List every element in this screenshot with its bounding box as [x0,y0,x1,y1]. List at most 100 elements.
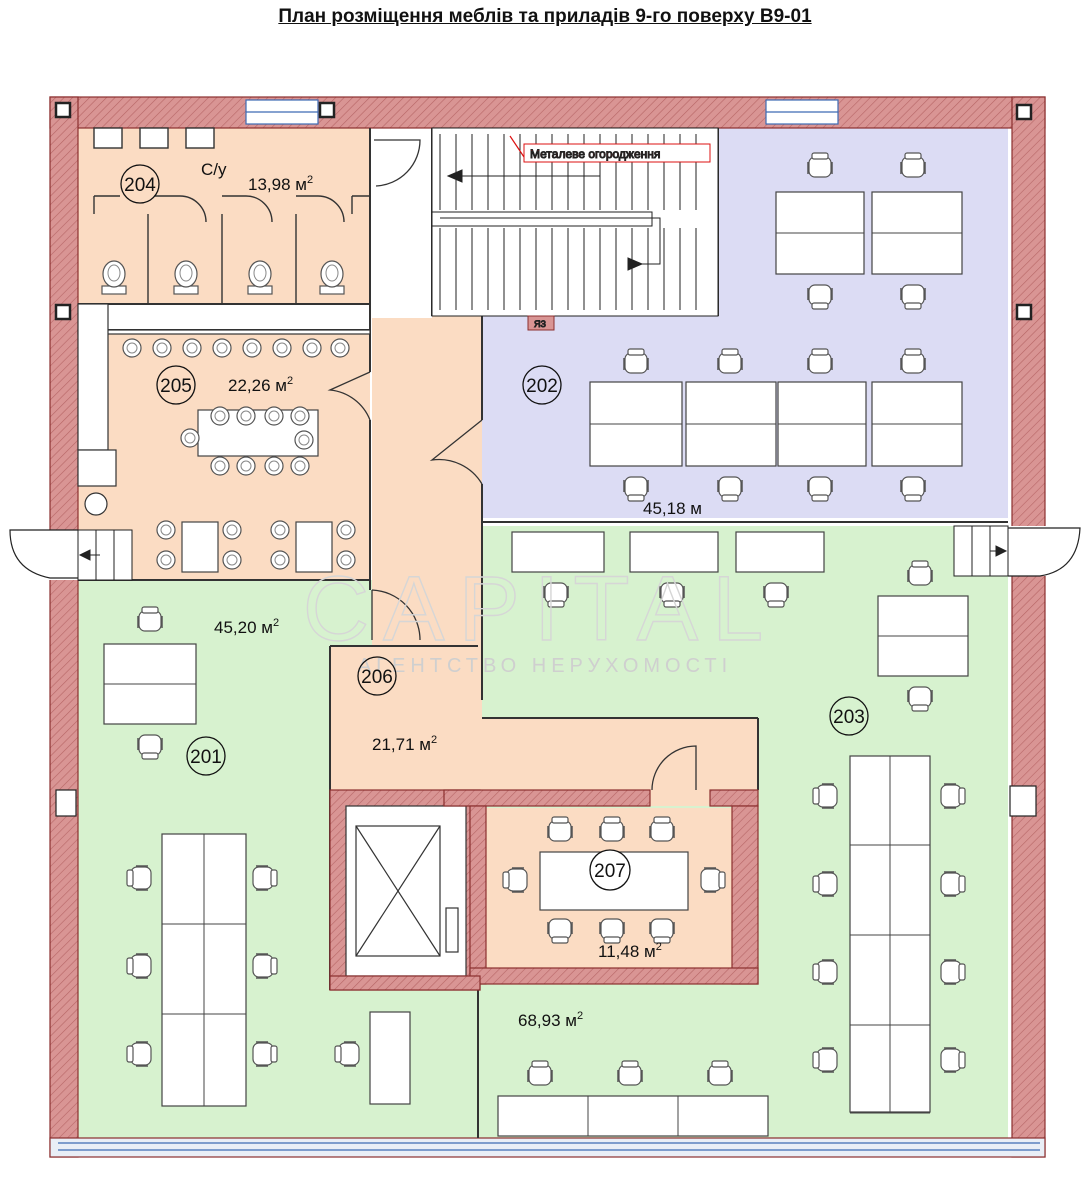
office-chair [807,152,833,178]
office-chair [707,1060,733,1086]
desk [629,531,719,573]
chair [210,406,230,426]
core-walls [329,789,759,991]
office-chair [126,865,152,891]
entrance-steps [77,525,1009,581]
room-201-area: 45,20 м2 [214,617,279,637]
plan-title: План розміщення меблів та приладів 9-го … [278,6,812,27]
room-204-tag: 204 [120,164,160,204]
office-chair [137,734,163,760]
room-202-number: 202 [526,376,558,397]
corridor-floor [372,128,432,318]
office-chair [126,953,152,979]
office-chair [812,1047,838,1073]
chair [210,456,230,476]
chair [222,550,242,570]
office-chair [252,953,278,979]
chair [212,338,232,358]
room-202-area: 45,18 м [643,499,702,518]
room-203-number: 203 [833,707,865,728]
svg-text:ЯЗ: ЯЗ [534,319,546,329]
office-chair [807,284,833,310]
chair [236,406,256,426]
office-chair [599,816,625,842]
office-chair [900,284,926,310]
office-chair [812,959,838,985]
desk [181,521,219,573]
room-207-tag: 207 [589,849,631,891]
office-chair [649,816,675,842]
desk [369,1011,411,1105]
outer-walls [9,96,1081,1158]
room-labels: 201 202 203 204 205 206 207 С/у 45,20 м2… [120,160,869,1030]
office-chair [547,918,573,944]
room-206-floor [330,316,758,990]
office-chair [649,918,675,944]
office-chair [617,1060,643,1086]
chair [156,550,176,570]
room-202-tag: 202 [522,365,562,405]
chair [290,456,310,476]
metal-fence-label: Металеве огородження [530,147,660,161]
chair [336,520,356,540]
office-chair [700,867,726,893]
chair [302,338,322,358]
office-chair [900,476,926,502]
room-203-area: 68,93 м2 [518,1010,583,1030]
office-chair [599,918,625,944]
room-206-tag: 206 [357,656,397,696]
office-chair [940,1047,966,1073]
desk [497,1095,769,1137]
room-201-number: 201 [190,747,222,768]
watermark: CAPITAL АГЕНТСТВО НЕРУХОМОСТІ [302,557,778,677]
chair [270,520,290,540]
chair [272,338,292,358]
chair [222,520,242,540]
chair [180,428,200,448]
chair [182,338,202,358]
chair [290,406,310,426]
office-chair [940,871,966,897]
room-204-area: 13,98 м2 [248,174,313,194]
furniture [103,152,969,1137]
office-chair [252,1041,278,1067]
office-chair [717,476,743,502]
office-chair [137,606,163,632]
office-chair [900,152,926,178]
office-chair [907,560,933,586]
chair [330,338,350,358]
chair [152,338,172,358]
chair [270,550,290,570]
room-201-tag: 201 [186,736,226,776]
room-206-area: 21,71 м2 [372,734,437,754]
room-204-type: С/у [201,160,227,179]
office-chair [907,686,933,712]
office-chair [807,476,833,502]
watermark-brand: CAPITAL [303,558,778,660]
desk [295,521,333,573]
room-205-area: 22,26 м2 [228,375,293,395]
doors [327,139,697,791]
watermark-tagline: АГЕНТСТВО НЕРУХОМОСТІ [358,655,732,677]
chair [264,406,284,426]
room-205-tag: 205 [156,365,196,405]
stairwell: ЯЗ Металеве огородження [431,127,719,331]
office-chair [502,867,528,893]
office-chair [812,783,838,809]
room-206-number: 206 [361,667,393,688]
restroom-fixtures [93,127,370,304]
chair [236,456,256,476]
office-chair [527,1060,553,1086]
office-chair [252,865,278,891]
kitchen-fixtures [77,303,371,516]
office-chair [807,348,833,374]
chair [122,338,142,358]
chair [264,456,284,476]
room-207-area: 11,48 м2 [598,941,662,961]
chair [242,338,262,358]
desk [511,531,605,573]
office-chair [900,348,926,374]
office-chair [717,348,743,374]
office-chair [623,476,649,502]
